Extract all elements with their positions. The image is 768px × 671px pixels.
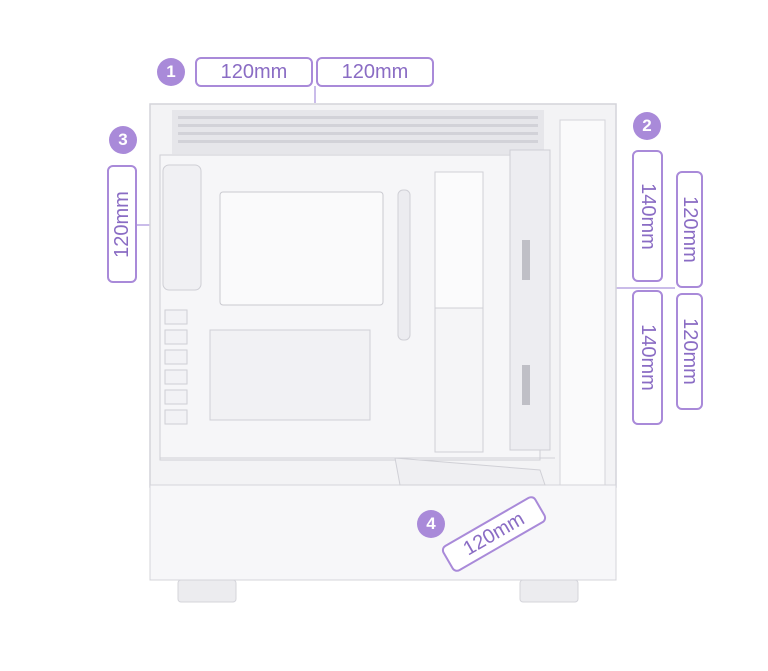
position-badge-2: 2 <box>633 112 661 140</box>
position-badge-4: 4 <box>417 510 445 538</box>
motherboard-plate <box>209 329 371 421</box>
fan-size-label: 140mm <box>632 150 663 282</box>
fan-size-label: 140mm <box>632 290 663 425</box>
case-foot-right <box>519 579 579 603</box>
fan-size-label: 120mm <box>676 293 703 410</box>
fan-size-label: 120mm <box>107 165 137 283</box>
case-foot-left <box>177 579 237 603</box>
cpu-cutout <box>219 191 384 306</box>
fan-size-label: 120mm <box>316 57 434 87</box>
fan-size-label: 120mm <box>195 57 313 87</box>
fan-size-label: 120mm <box>676 171 703 288</box>
position-badge-3: 3 <box>109 126 137 154</box>
front-panel <box>559 119 606 486</box>
rear-fan <box>162 164 202 291</box>
psu-shroud <box>149 484 617 581</box>
position-badge-1: 1 <box>157 58 185 86</box>
